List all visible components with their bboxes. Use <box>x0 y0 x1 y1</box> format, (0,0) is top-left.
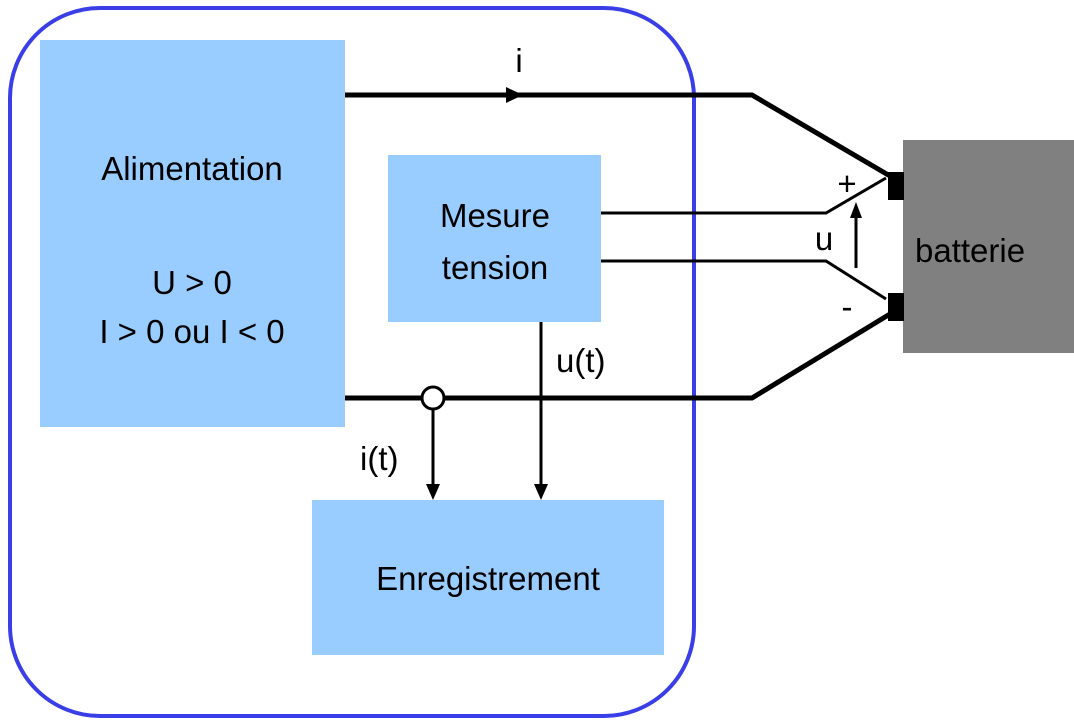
i-t-arrow-head <box>426 484 440 500</box>
u-t-arrow-head <box>534 484 548 500</box>
plus-label: + <box>837 165 856 202</box>
batterie-block <box>903 140 1074 353</box>
sense-wire-minus <box>601 259 887 301</box>
negative-terminal <box>888 293 904 321</box>
alimentation-voltage-condition: U > 0 <box>152 264 232 301</box>
enregistrement-block <box>312 500 664 655</box>
positive-terminal <box>888 172 904 200</box>
minus-label: - <box>842 288 853 325</box>
mesure-tension-block <box>388 155 601 322</box>
batterie-label: batterie <box>915 232 1025 269</box>
mesure-label: Mesure <box>440 197 550 234</box>
enregistrement-label: Enregistrement <box>376 560 600 597</box>
alimentation-block <box>40 40 345 427</box>
sense-wire-plus <box>601 176 887 215</box>
current-sensor-icon <box>420 385 446 411</box>
alimentation-current-condition: I > 0 ou I < 0 <box>99 313 284 350</box>
tension-label: tension <box>442 249 548 286</box>
current-arrow-head <box>506 87 523 103</box>
positive-power-wire <box>345 92 892 179</box>
u-t-label: u(t) <box>556 342 606 379</box>
current-label: i <box>515 42 522 79</box>
negative-power-wire <box>345 311 892 401</box>
alimentation-title: Alimentation <box>101 150 283 187</box>
voltage-label: u <box>815 220 833 257</box>
voltage-arrow-head <box>850 202 862 218</box>
test-bench-enclosure <box>8 6 696 718</box>
i-t-label: i(t) <box>360 440 398 477</box>
